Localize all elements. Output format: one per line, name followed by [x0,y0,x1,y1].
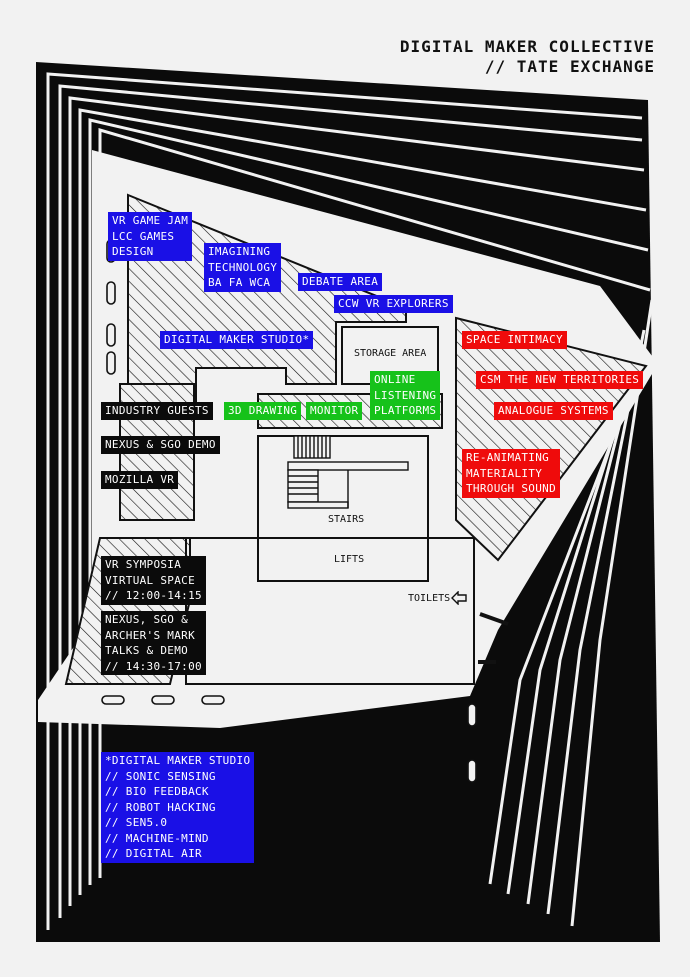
label-space-intimacy: SPACE INTIMACY [462,331,567,349]
label-csm-new-territories: CSM THE NEW TERRITORIES [476,371,644,389]
label-vr-game-jam: VR GAME JAM LCC GAMES DESIGN [108,212,193,261]
stair-treads [287,435,409,509]
label-analogue-systems: ANALOGUE SYSTEMS [494,402,613,420]
footnote-digital-maker-studio: *DIGITAL MAKER STUDIO // SONIC SENSING /… [101,752,255,863]
label-stairs: STAIRS [328,514,365,525]
frame-lines [46,72,651,930]
label-nexus-sgo-archers-mark: NEXUS, SGO & ARCHER'S MARK TALKS & DEMO … [101,611,206,675]
label-monitor: MONITOR [306,402,363,420]
label-3d-drawing: 3D DRAWING [224,402,302,420]
title-line-1: DIGITAL MAKER COLLECTIVE [399,37,655,56]
label-digital-maker-studio: DIGITAL MAKER STUDIO* [160,331,314,349]
label-mozilla-vr: MOZILLA VR [101,471,179,489]
label-imagining-technology: IMAGINING TECHNOLOGY BA FA WCA [204,243,282,292]
label-storage-area: STORAGE AREA [354,348,427,359]
label-lifts: LIFTS [334,554,365,565]
label-ccw-vr-explorers: CCW VR EXPLORERS [334,295,453,313]
label-online-listening-platforms: ONLINE LISTENING PLATFORMS [370,371,441,420]
title-line-2: // TATE EXCHANGE [484,57,655,76]
label-reanimating-materiality: RE-ANIMATING MATERIALITY THROUGH SOUND [462,449,560,498]
arrow-left-icon [451,591,467,605]
wall-markers [101,239,477,783]
poster-title: DIGITAL MAKER COLLECTIVE // TATE EXCHANG… [400,37,655,77]
label-toilets: TOILETS [408,593,451,604]
wall-ticks [478,612,509,664]
frame-lines-right [488,299,654,927]
label-debate-area: DEBATE AREA [298,273,383,291]
label-industry-guests: INDUSTRY GUESTS [101,402,213,420]
label-vr-symposia: VR SYMPOSIA VIRTUAL SPACE // 12:00-14:15 [101,556,206,605]
label-nexus-sgo-demo: NEXUS & SGO DEMO [101,436,220,454]
